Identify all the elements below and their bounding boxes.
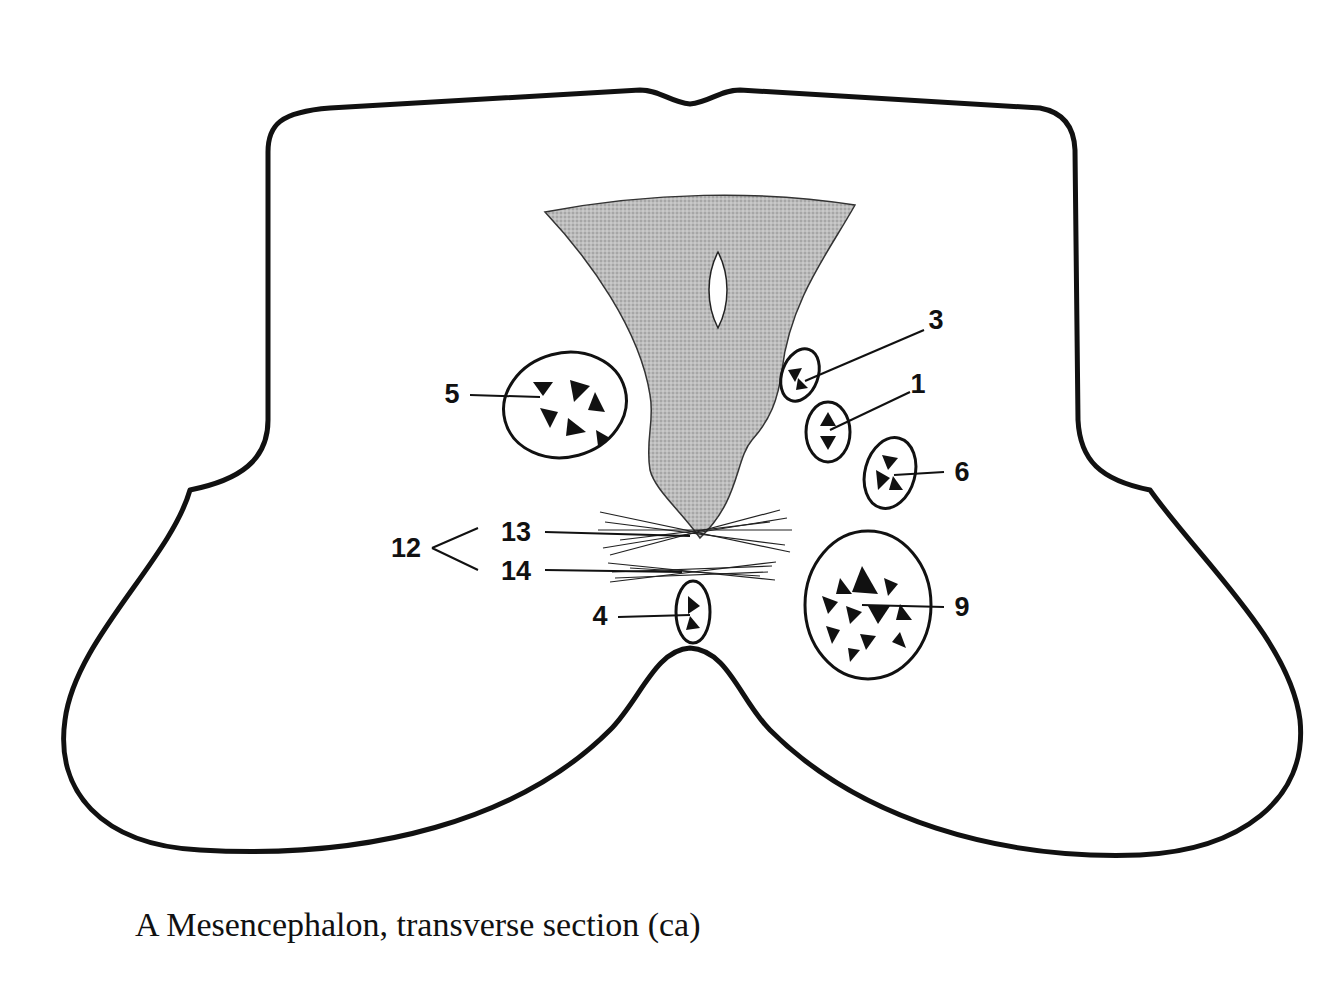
callout-number: 9 [954, 594, 969, 621]
callout-number: 13 [501, 519, 531, 546]
figure-caption: A Mesencephalon, transverse section (ca) [135, 908, 701, 942]
callout-number: 5 [444, 381, 459, 408]
nuclei [492, 339, 931, 679]
callout-number: 1 [910, 371, 925, 398]
callout-number: 3 [928, 307, 943, 334]
callout-number: 14 [501, 558, 531, 585]
neuron-triangles [533, 368, 912, 662]
callout-number: 6 [954, 459, 969, 486]
callout-number: 12 [391, 535, 421, 562]
midbrain-outline [64, 90, 1301, 855]
leader-lines [432, 330, 944, 617]
callout-number: 4 [592, 603, 607, 630]
cerebral-aqueduct [709, 252, 727, 328]
